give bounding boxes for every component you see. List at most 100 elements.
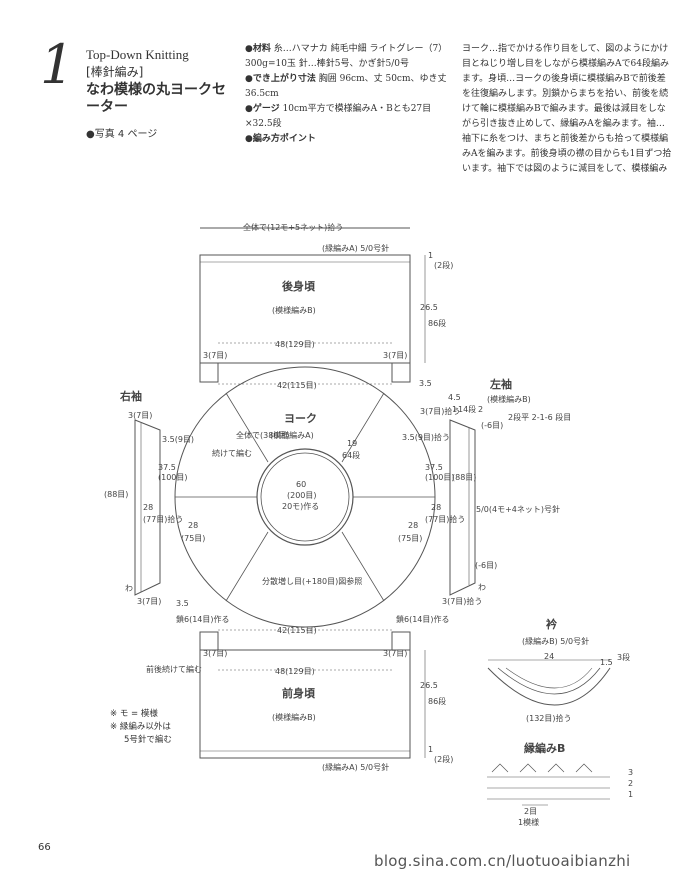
front-height-265: 26.5 (420, 681, 438, 690)
left-sleeve-outline (449, 419, 476, 596)
chain6-left: 鎖6(14目)作る (176, 614, 230, 624)
front-bottom-1: 1 (428, 745, 433, 754)
front-width-48: 48(129目) (275, 667, 315, 676)
english-title: Top-Down Knitting (86, 47, 189, 62)
right-sleeve-title: 右袖 (119, 389, 142, 403)
back-body-title: 後身頃 (282, 279, 316, 293)
left-sleeve-minus6-top: (-6目) (481, 421, 503, 430)
left-sleeve-45: 4.5 (448, 393, 461, 402)
category-label: [棒針編み] (86, 65, 144, 79)
left-sleeve-14-rows: 14段 (458, 404, 476, 414)
distributed-increase-label: 分散増し目(+180目)図参照 (262, 576, 362, 586)
back-height-265: 26.5 (420, 303, 438, 312)
pattern-number: 1 (40, 33, 75, 96)
instructions-column-2: ヨーク…指でかける作り目をして、図のようにかけ目とねじり増し目をしながら模様編み… (462, 42, 672, 172)
pattern-title: なわ模様の丸ヨークセーター (86, 82, 226, 115)
photo-reference: ●写真 4 ページ (86, 129, 158, 140)
back-pattern-label: (模様編みB) (272, 305, 316, 315)
materials-text: 糸…ハマナカ 純毛中細 ライトグレー（7）300g=10玉 針…棒針5号、かぎ針… (245, 44, 448, 69)
left-sleeve-375: 37.5 (425, 463, 443, 472)
yoke-28-right: 28 (408, 521, 418, 530)
left-sleeve-3-top: 3(7目)拾う (420, 406, 460, 416)
watermark: blog.sina.com.cn/luotuoaibianzhi (374, 852, 631, 870)
collar-border-label: (縁編みB) 5/0号針 (522, 636, 589, 646)
points-label: ●編み方ポイント (245, 134, 316, 144)
left-sleeve-28: 28 (431, 503, 441, 512)
back-top-2-rows: (2段) (434, 260, 453, 270)
left-sleeve-decrease: 2段平 2-1-6 段目 (508, 412, 571, 422)
front-width-42: 42(115目) (277, 626, 317, 635)
yoke-28-left: 28 (188, 521, 198, 530)
yoke-19: 19 (347, 439, 357, 448)
back-body-outline (199, 254, 411, 364)
neck-20-repeats: 20モ)作る (282, 501, 319, 511)
yoke-64-rows: 64段 (342, 450, 360, 460)
right-sleeve-100: (100目) (158, 473, 188, 482)
note-line-2: ※ 縁編み以外は (110, 722, 171, 732)
left-sleeve-minus6-bottom: (-6目) (475, 561, 497, 570)
chart-row-1: 1 (628, 790, 633, 799)
collar-3-rows: 3段 (617, 652, 630, 662)
left-sleeve-1: 1 (452, 405, 457, 414)
front-side-3-right: 3(7目) (383, 649, 407, 658)
right-sleeve-outline (134, 419, 161, 596)
left-sleeve-pattern-label: (模様編みB) (487, 394, 531, 404)
collar-outer (487, 667, 611, 706)
right-sleeve-35: 3.5(9目) (162, 435, 194, 444)
collar-title: 衿 (546, 617, 557, 631)
back-width-42: 42(115目) (277, 381, 317, 390)
left-sleeve-88: (88目) (452, 473, 476, 482)
left-sleeve-wa: わ (478, 583, 486, 592)
chart-row-3: 3 (628, 768, 633, 777)
right-sleeve-28: 28 (143, 503, 153, 512)
left-sleeve-2: 2 (478, 405, 483, 414)
left-sleeve-100: (100目) (425, 473, 455, 482)
yoke-pattern-label: (模様編みA) (270, 430, 314, 440)
front-side-3-left: 3(7目) (203, 649, 227, 658)
gauge-text: 10cm平方で模様編みA・Bとも27目×32.5段 (245, 104, 432, 129)
back-side-3-right: 3(7目) (383, 351, 407, 360)
neck-200-stitches: (200目) (287, 491, 317, 500)
back-side-3-left: 3(7目) (203, 351, 227, 360)
materials-label: ●材料 (245, 44, 271, 54)
back-rows-86: 86段 (428, 318, 446, 328)
front-body-outline (199, 649, 411, 759)
chain6-right: 鎖6(14目)作る (396, 614, 450, 624)
instructions-column-1: ●材料 糸…ハマナカ 純毛中細 ライトグレー（7）300g=10玉 針…棒針5号… (245, 42, 450, 147)
note-line-3: 5号針で編む (124, 735, 172, 745)
front-depth-35: 3.5 (176, 599, 189, 608)
yoke-75-right: (75目) (398, 534, 422, 543)
back-width-48: 48(129目) (275, 340, 315, 349)
right-sleeve-88: (88目) (104, 490, 128, 499)
front-continue-label: 前後続けて編む (146, 664, 202, 674)
size-text: 胸囲 96cm、丈 50cm、ゆき丈 36.5cm (245, 74, 447, 99)
yoke-75-left: (75目) (181, 534, 205, 543)
right-sleeve-77: (77目)拾う (143, 514, 183, 524)
page-number: 66 (38, 842, 51, 853)
left-sleeve-3-bottom: 3(7目)拾う (442, 596, 482, 606)
front-border-label: (縁編みA) 5/0号針 (322, 762, 389, 772)
right-sleeve-wa: わ (125, 584, 133, 593)
gauge-label: ●ゲージ (245, 104, 280, 114)
collar-15: 1.5 (600, 658, 613, 667)
right-sleeve-3-top: 3(7目) (128, 411, 152, 420)
chart-2-stitches: 2目 (524, 807, 537, 816)
front-rows-86: 86段 (428, 696, 446, 706)
yoke-title: ヨーク (284, 412, 317, 425)
collar-132-stitches: (132目)拾う (526, 713, 572, 723)
front-body-title: 前身頃 (282, 686, 316, 700)
back-border-label: (縁編みA) 5/0号針 (322, 243, 389, 253)
back-top-1: 1 (428, 251, 433, 260)
left-sleeve-needle: 5/0(4モ+4ネット)号針 (476, 504, 560, 514)
yoke-total-stitches: 全体で(380目) (236, 430, 290, 440)
size-label: ●でき上がり寸法 (245, 74, 316, 84)
front-bottom-2-rows: (2段) (434, 754, 453, 764)
chart-1-repeat: 1模様 (518, 817, 539, 827)
chart-row-2: 2 (628, 779, 633, 788)
edging-chart-title: 縁編みB (524, 741, 565, 755)
note-line-1: ※ モ = 模様 (110, 709, 158, 719)
top-pickup-label: 全体で(12モ+5ネット)拾う (243, 222, 343, 232)
right-sleeve-375: 37.5 (158, 463, 176, 472)
right-sleeve-3-bottom: 3(7目) (137, 597, 161, 606)
